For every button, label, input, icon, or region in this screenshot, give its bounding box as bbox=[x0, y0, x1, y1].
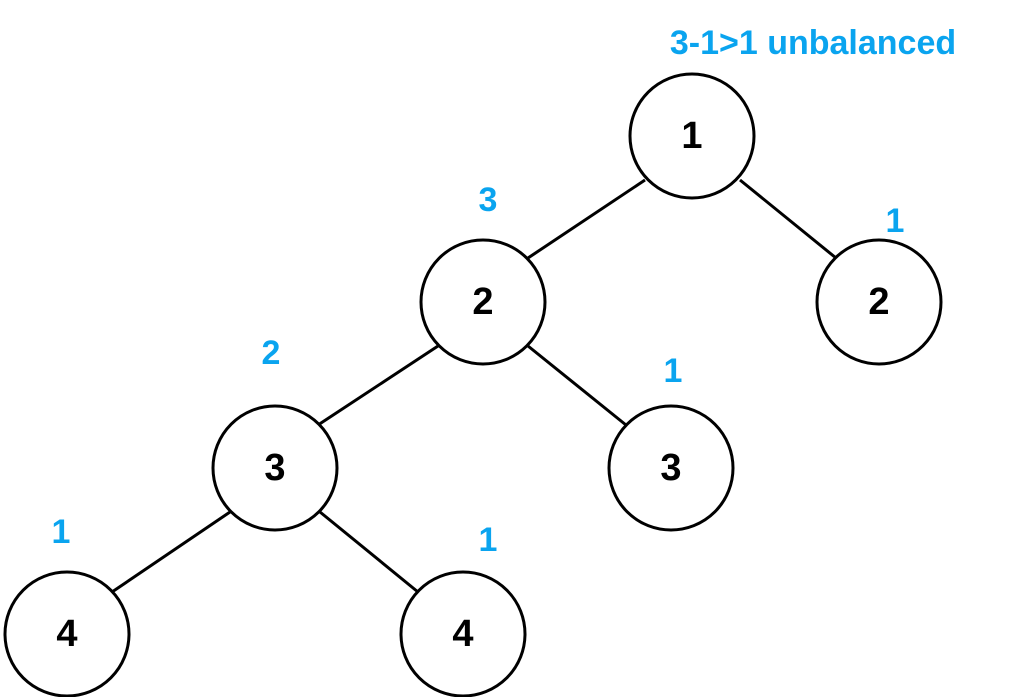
node-value: 3 bbox=[264, 447, 285, 489]
edge-n2a-n3a bbox=[317, 344, 439, 427]
height-label-n3b: 1 bbox=[664, 352, 683, 390]
tree-node-n2a: 2 bbox=[419, 238, 547, 366]
unbalanced-annotation: 3-1>1 unbalanced bbox=[670, 24, 956, 62]
edge-n2a-n3b bbox=[527, 344, 627, 427]
height-labels: 3 1 2 1 1 1 bbox=[52, 181, 905, 559]
height-label-n4b: 1 bbox=[479, 521, 498, 559]
edge-n1-n2a bbox=[527, 178, 646, 260]
tree-node-n4a: 4 bbox=[3, 570, 131, 697]
tree-node-n1: 1 bbox=[628, 72, 756, 200]
node-value: 2 bbox=[868, 281, 889, 323]
node-circle bbox=[628, 72, 756, 200]
edge-n3a-n4a bbox=[111, 510, 231, 594]
node-circle bbox=[419, 238, 547, 366]
node-value: 1 bbox=[681, 115, 702, 157]
node-value: 2 bbox=[472, 281, 493, 323]
edge-n3a-n4b bbox=[319, 510, 419, 594]
tree-node-n3b: 3 bbox=[607, 404, 735, 532]
tree-node-n2b: 2 bbox=[815, 238, 943, 366]
node-circle bbox=[211, 404, 339, 532]
node-circle bbox=[815, 238, 943, 366]
node-circle bbox=[399, 570, 527, 697]
node-value: 3 bbox=[660, 447, 681, 489]
node-value: 4 bbox=[56, 613, 77, 655]
height-label-n4a: 1 bbox=[52, 513, 71, 551]
node-value: 4 bbox=[452, 613, 473, 655]
height-label-n2b: 1 bbox=[886, 202, 905, 240]
tree-edges bbox=[111, 178, 837, 594]
tree-node-n4b: 4 bbox=[399, 570, 527, 697]
node-circle bbox=[607, 404, 735, 532]
tree-node-n3a: 3 bbox=[211, 404, 339, 532]
edge-n1-n2b bbox=[739, 178, 837, 260]
height-label-n2a: 3 bbox=[479, 181, 498, 219]
height-label-n3a: 2 bbox=[262, 334, 281, 372]
node-circle bbox=[3, 570, 131, 697]
